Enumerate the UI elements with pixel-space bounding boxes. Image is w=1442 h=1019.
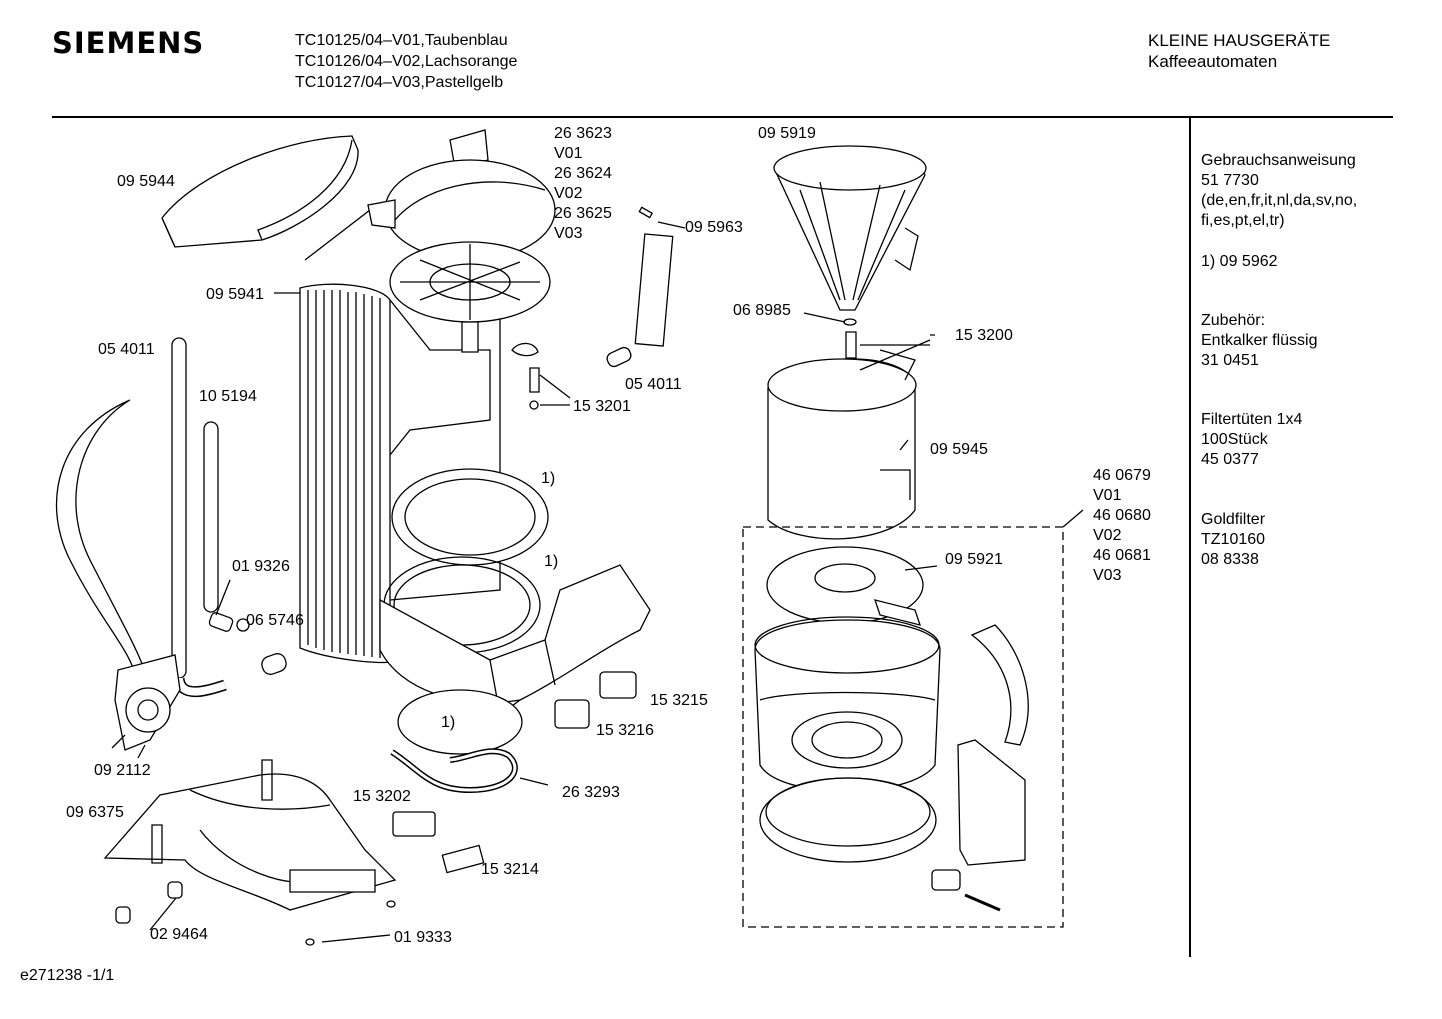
heater-base — [380, 565, 650, 703]
part-label: 02 9464 — [150, 926, 208, 943]
part-label: 15 3215 — [650, 692, 708, 709]
seal-ring — [392, 469, 548, 565]
part-label: 1) — [544, 553, 559, 570]
part-label: 10 5194 — [199, 388, 257, 405]
model-line: TC10126/04–V02,Lachsorange — [295, 53, 518, 70]
switch-15-3216 — [555, 700, 589, 728]
glass-carafe — [755, 620, 940, 791]
part-label: 06 5746 — [246, 612, 304, 629]
part-label: 15 3216 — [596, 722, 654, 739]
part-label: 1) — [541, 470, 556, 487]
part-label: 01 9326 — [232, 558, 290, 575]
hot-plate — [398, 690, 522, 754]
part-label: 09 5921 — [945, 551, 1003, 568]
part-label: 15 3201 — [573, 398, 631, 415]
connector — [208, 612, 233, 633]
clip-15-3214 — [442, 845, 483, 872]
heating-element — [392, 751, 515, 790]
part-label: 15 3202 — [353, 788, 411, 805]
part-label: 01 9333 — [394, 929, 452, 946]
model-line: TC10127/04–V03,Pastellgelb — [295, 74, 504, 91]
switch-15-3202 — [393, 812, 435, 836]
carafe-group-box — [743, 527, 1063, 927]
model-list: TC10125/04–V01,Taubenblau TC10126/04–V02… — [295, 30, 517, 93]
switch-15-3215 — [600, 672, 636, 698]
part-label: 09 2112 — [94, 762, 151, 779]
category-heading: KLEINE HAUSGERÄTE Kaffeeautomaten — [1148, 30, 1330, 72]
part-label: 09 5945 — [930, 441, 988, 458]
part-label: 09 5941 — [206, 286, 264, 303]
carafe-base-ring — [760, 778, 936, 862]
handle-upper — [972, 625, 1028, 745]
power-cord — [57, 400, 146, 675]
part-label: 06 8985 — [733, 302, 791, 319]
part-label: 05 4011 — [98, 341, 155, 358]
sidebar-note: 1) 09 5962 — [1201, 253, 1278, 270]
part-label: 1) — [441, 714, 456, 731]
category-line: KLEINE HAUSGERÄTE — [1148, 31, 1331, 50]
part-label: 15 3200 — [955, 327, 1013, 344]
short-hose — [204, 422, 218, 612]
drawing-reference: e271238 -1/1 — [20, 967, 115, 984]
part-label: 09 5944 — [117, 173, 175, 190]
part-label: 26 3293 — [562, 784, 620, 801]
brand-logo: SIEMENS — [52, 26, 205, 60]
foot — [116, 907, 130, 923]
handle-lower — [958, 740, 1025, 865]
spring — [846, 332, 856, 358]
housing-body — [300, 284, 390, 662]
tube-connector — [605, 346, 633, 369]
part-label: 09 6375 — [66, 804, 124, 821]
lid-cover — [162, 136, 358, 247]
part-label: 15 3214 — [481, 861, 539, 878]
long-hose — [172, 338, 186, 678]
valve-tube — [635, 234, 672, 346]
part-label: 05 4011 — [625, 376, 682, 393]
category-line: Kaffeeautomaten — [1148, 52, 1278, 71]
part-label: 09 5963 — [685, 219, 743, 236]
model-line: TC10125/04–V01,Taubenblau — [295, 32, 508, 49]
part-label: 09 5919 — [758, 125, 816, 142]
